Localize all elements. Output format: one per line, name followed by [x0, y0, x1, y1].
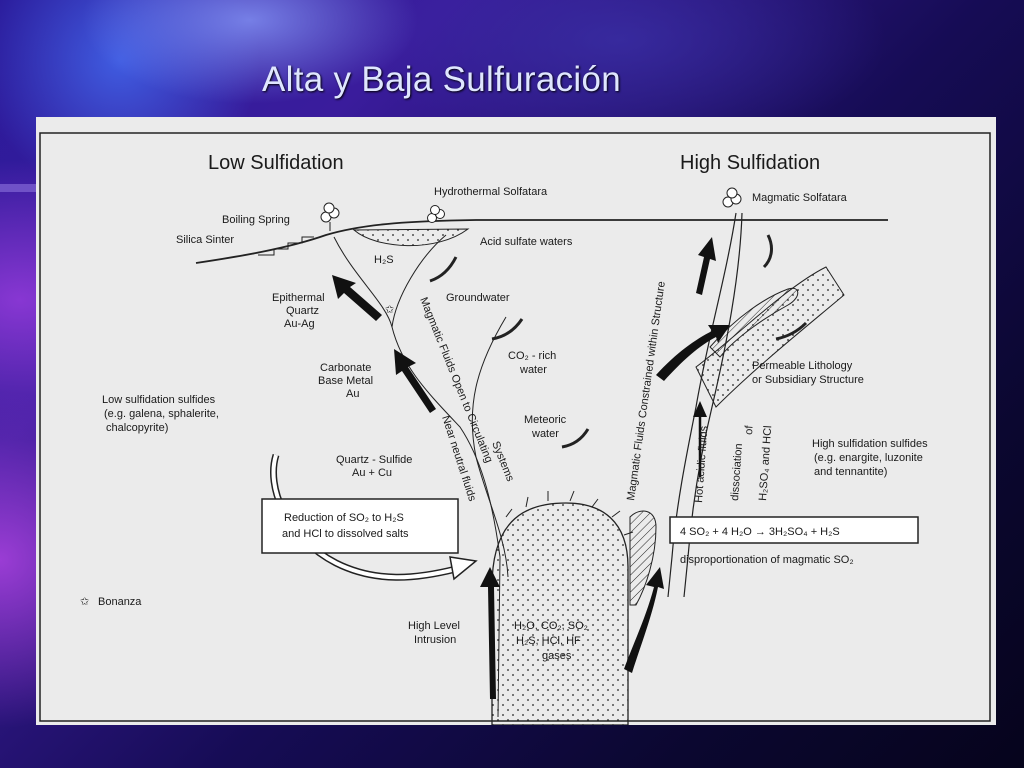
arrow-carbonate: [394, 349, 436, 413]
slide-title: Alta y Baja Sulfuración: [262, 60, 622, 99]
quartz-sulfide-label-1: Quartz - Sulfide: [336, 454, 412, 466]
reduction-arrow-head: [449, 556, 478, 581]
equation-box: [669, 516, 919, 544]
boiling-spring-plume-icon: [320, 202, 340, 231]
arrow-magmatic-down: [762, 234, 773, 269]
hydrothermal-solfatara-plume-icon: [427, 205, 445, 223]
silica-sinter-terraces: [258, 236, 314, 256]
meteoric-label-1: Meteoric: [524, 414, 567, 426]
dissociation-label-1: dissociation: [729, 443, 745, 501]
boiling-spring-label: Boiling Spring: [222, 214, 290, 226]
carbonate-label-2: Base Metal: [318, 375, 373, 387]
acid-sulfate-label: Acid sulfate waters: [480, 236, 573, 248]
arrow-permeable-return: [775, 321, 808, 341]
magmatic-solfatara-plume-icon: [722, 187, 742, 208]
intrusion-hatched-margin: [629, 510, 657, 606]
reduction-box: [261, 498, 459, 554]
low-sulfides-label-3: chalcopyrite): [106, 422, 168, 434]
permeable-label-1: Permeable Lithology: [752, 360, 853, 372]
hydrothermal-solfatara-label: Hydrothermal Solfatara: [434, 186, 548, 198]
acid-sulfate-pool: [352, 228, 470, 247]
arrow-co2-water: [491, 318, 524, 341]
intrusion-body: [491, 502, 629, 725]
reduction-label-1: Reduction of SO₂ to H₂S: [284, 512, 404, 524]
gases-label-3: gases: [542, 650, 572, 662]
h2s-label: H₂S: [374, 254, 394, 266]
ground-surface: [195, 219, 888, 264]
intrusion-label-1: High Level: [408, 620, 460, 632]
magmatic-solfatara-label: Magmatic Solfatara: [752, 192, 848, 204]
arrow-up-intrusion-left: [480, 567, 500, 699]
sulfidation-diagram: ✩ Low Sulfidation High Sulfidation Hydro…: [39, 132, 991, 725]
disproportionation-label: disproportionation of magmatic SO₂: [680, 554, 854, 566]
fluid-channel-solfatara: [391, 234, 447, 328]
constrained-label: Magmatic Fluids Constrained within Struc…: [625, 281, 668, 502]
low-sulfides-label-2: (e.g. galena, sphalerite,: [104, 408, 219, 420]
dissociation-label-3: H₂SO₄ and HCl: [757, 425, 774, 501]
arrow-groundwater-down: [429, 256, 458, 283]
arrow-magmatic-up: [696, 237, 716, 295]
epithermal-label-1: Epithermal: [272, 292, 325, 304]
dissociation-label-2: of: [743, 424, 756, 435]
systems-label: Systems: [489, 440, 516, 484]
fluid-channel-boiling: [333, 236, 501, 718]
reduction-arrow-fill: [271, 454, 457, 580]
co2-rich-label-1: CO₂ - rich: [508, 350, 556, 362]
high-sulfides-label-3: and tennantite): [814, 466, 887, 478]
arrow-permeable: [656, 325, 730, 381]
intrusion-label-2: Intrusion: [414, 634, 456, 646]
gases-label-2: H₂S, HCl, HF: [516, 635, 581, 647]
gases-label-1: H₂O, CO₂, SO₂: [514, 620, 588, 632]
silica-sinter-label: Silica Sinter: [176, 234, 234, 246]
epithermal-label-2: Quartz: [286, 305, 319, 317]
meteoric-label-2: water: [531, 428, 559, 440]
low-sulfides-label-1: Low sulfidation sulfides: [102, 394, 216, 406]
arrow-epithermal: [332, 275, 382, 321]
high-sulfidation-title: High Sulfidation: [680, 152, 820, 174]
hot-acidic-label: Hot acidic fluids: [693, 425, 710, 503]
low-sulfidation-title: Low Sulfidation: [208, 152, 344, 174]
permeable-label-2: or Subsidiary Structure: [752, 374, 864, 386]
arrow-up-intrusion-right: [624, 567, 664, 673]
bonanza-legend-label: Bonanza: [98, 596, 142, 608]
epithermal-label-3: Au-Ag: [284, 318, 315, 330]
quartz-sulfide-label-2: Au + Cu: [352, 467, 392, 479]
groundwater-label: Groundwater: [446, 292, 510, 304]
intrusion-fractures: [505, 490, 634, 536]
bonanza-legend-star-icon: ✩: [80, 596, 89, 608]
arrow-hot-acidic-head: [693, 401, 707, 417]
co2-rich-label-2: water: [519, 364, 547, 376]
high-sulfides-label-1: High sulfidation sulfides: [812, 438, 928, 450]
diagram-panel: ✩ Low Sulfidation High Sulfidation Hydro…: [36, 117, 996, 725]
carbonate-label-1: Carbonate: [320, 362, 371, 374]
arrow-meteoric: [561, 428, 590, 449]
permeable-lithology-hatched: [709, 287, 799, 358]
bonanza-star-icon: ✩: [385, 304, 394, 316]
high-sulfides-label-2: (e.g. enargite, luzonite: [814, 452, 923, 464]
equation-label: 4 SO₂ + 4 H₂O → 3H₂SO₄ + H₂S: [680, 526, 840, 538]
carbonate-label-3: Au: [346, 388, 359, 400]
left-accent-bar: [0, 184, 36, 192]
reduction-label-2: and HCl to dissolved salts: [282, 528, 409, 540]
